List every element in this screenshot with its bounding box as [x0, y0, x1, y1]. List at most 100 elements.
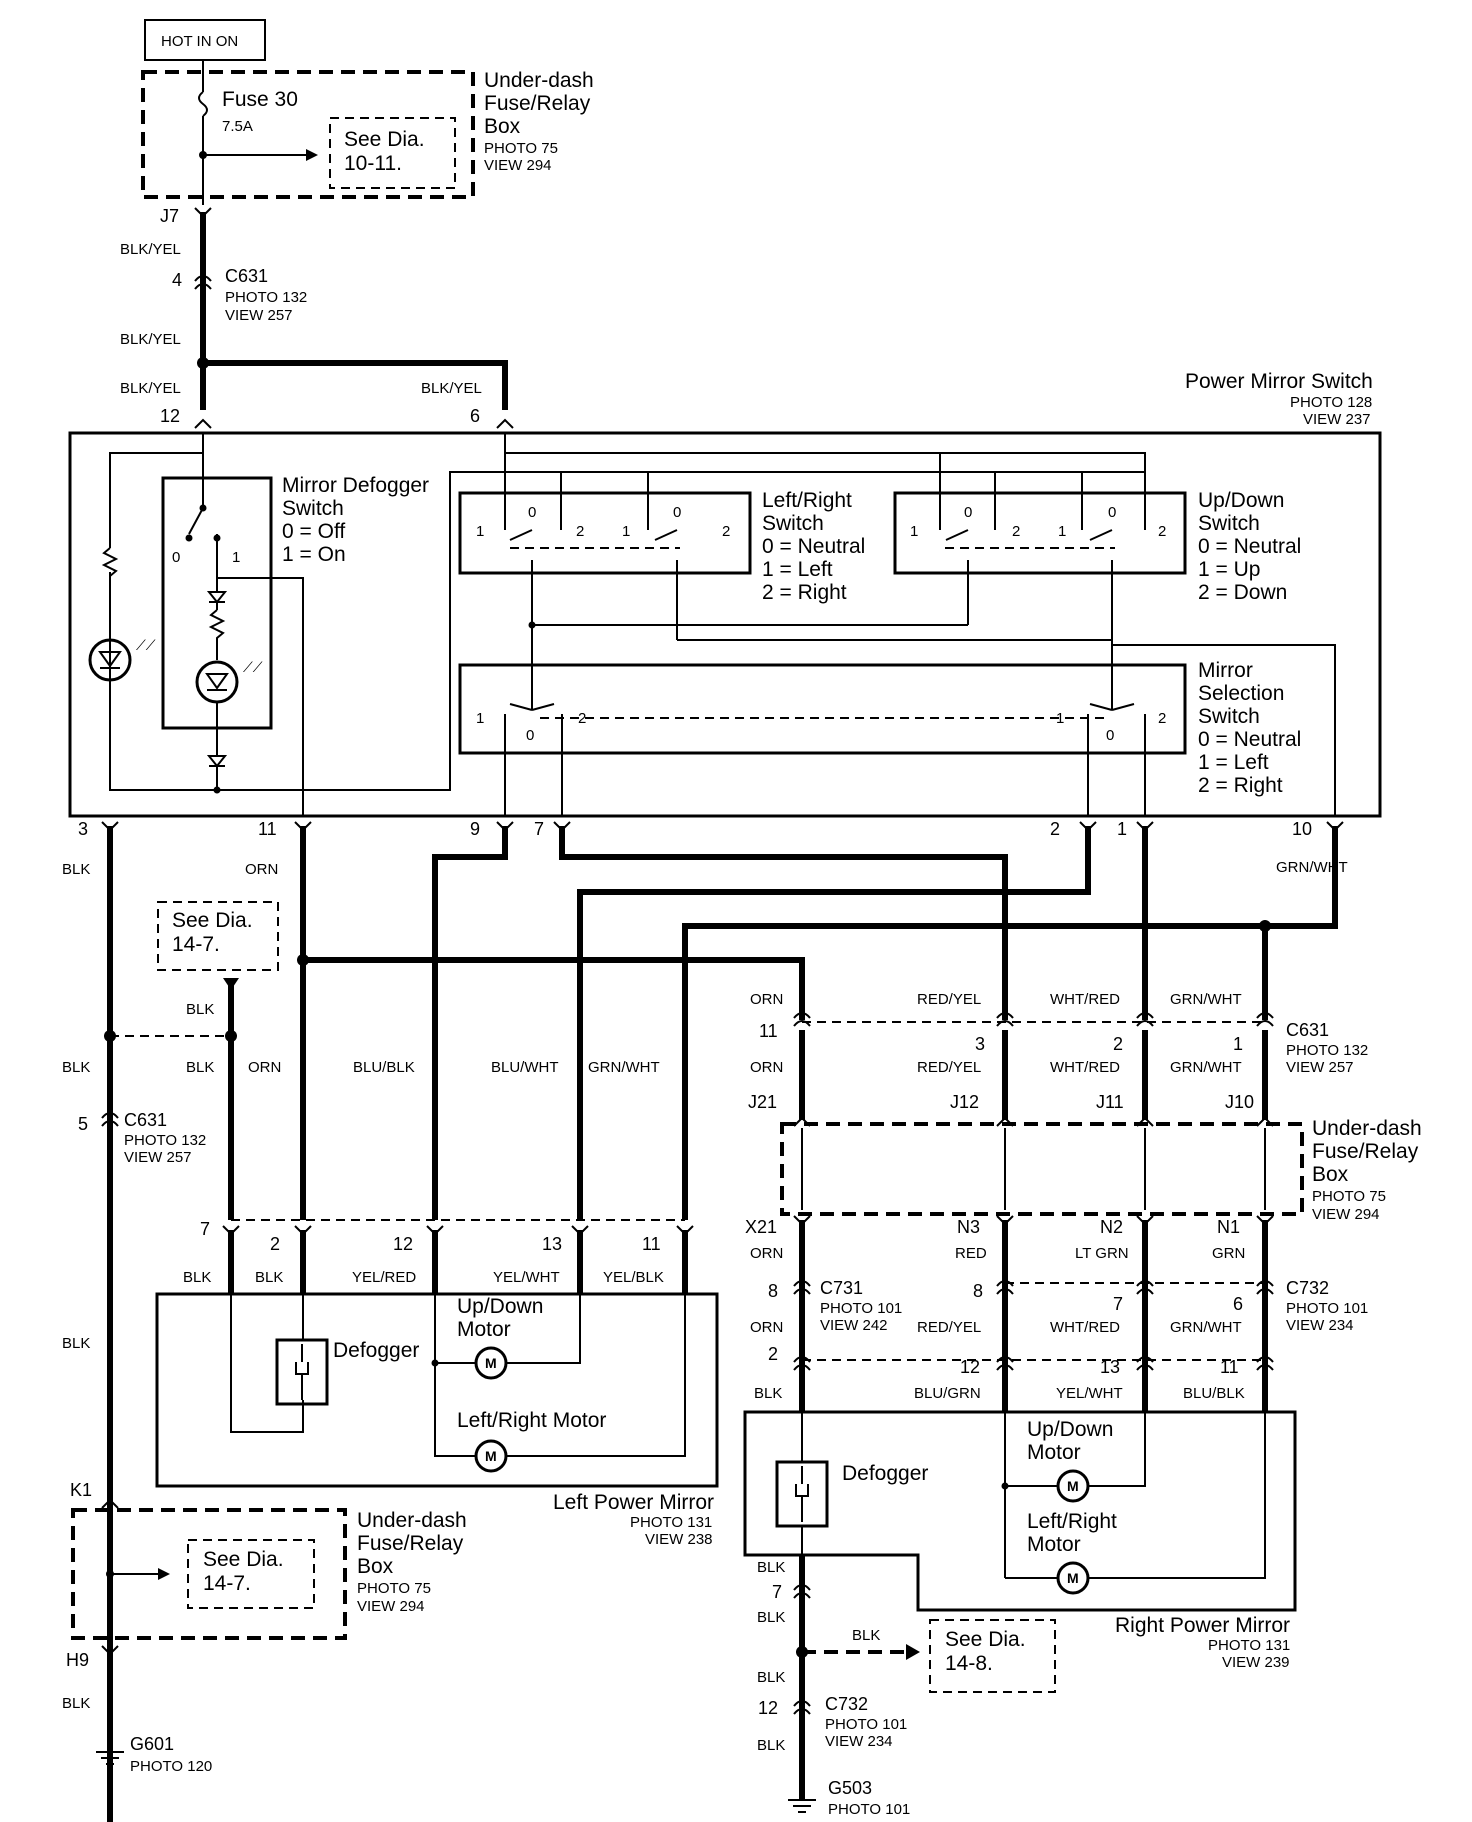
j7-label: J7 — [160, 206, 179, 226]
g601-ground-symbol — [96, 1751, 124, 1765]
wire-label-orn-2: ORN — [248, 1059, 281, 1076]
wire-label-red-yel-3: RED/YEL — [917, 1319, 981, 1336]
sel-pos-2b: 2 — [1158, 710, 1166, 727]
wire-orn-right — [303, 957, 805, 1020]
wire-label-grn: GRN — [1212, 1245, 1245, 1262]
lr-switch-line-4: 1 = Left — [762, 558, 833, 581]
lr-switch-line-3: 0 = Neutral — [762, 535, 865, 558]
sel-pos-1a: 1 — [476, 710, 484, 727]
left-mirror-pin-symbols — [222, 1225, 694, 1236]
sel-switch-pin-labels: 1 0 2 1 0 2 — [476, 710, 1166, 744]
left-mirror-pin-2: 2 — [270, 1234, 280, 1254]
sel-switch-line-4: 0 = Neutral — [1198, 728, 1301, 751]
left-mirror-common-dot — [431, 1359, 439, 1367]
wire-blu-blk-pin9 — [432, 826, 508, 1220]
wire-label-blk-5: BLK — [183, 1269, 211, 1286]
c732-upper-view: VIEW 234 — [1286, 1317, 1354, 1334]
see-dia-14-7-upper-line-1: See Dia. — [172, 909, 253, 932]
switch-bottom-pin-symbols — [101, 821, 1344, 832]
right-lr-line-1: Left/Right — [1027, 1510, 1117, 1533]
c631-right-photo: PHOTO 132 — [1286, 1042, 1368, 1059]
left-mirror-updown-motor — [474, 1346, 508, 1380]
right-mirror-pin-11: 11 — [1220, 1357, 1239, 1377]
left-power-mirror-outline — [155, 1292, 719, 1488]
switch-pin-1-label: 1 — [1117, 819, 1127, 839]
c631-top-symbol — [194, 275, 212, 290]
switch-pin-9-label: 9 — [470, 819, 480, 839]
n1-label: N1 — [1217, 1217, 1240, 1237]
underdash-right-line-3: Box — [1312, 1163, 1349, 1186]
switch-illumination-light-rays: ⟋⟋ — [136, 637, 156, 653]
right-lr-line-2: Motor — [1027, 1533, 1081, 1556]
underdash-box-top-name: Under-dash Fuse/Relay Box — [484, 69, 600, 138]
defogger-indicator-diode-1 — [206, 578, 228, 610]
see-dia-10-11-line-2: 10-11. — [344, 152, 402, 175]
left-updown-line-2: Motor — [457, 1318, 511, 1341]
c732-lower-symbol — [793, 1700, 811, 1715]
x21-label: X21 — [745, 1217, 777, 1237]
wire-label-blk-11: BLK — [757, 1609, 785, 1626]
n2-label: N2 — [1100, 1217, 1123, 1237]
defogger-indicator-diode-2 — [206, 702, 228, 790]
see-dia-14-8-line-2: 14-8. — [945, 1652, 993, 1675]
switch-illumination-lamp — [88, 638, 132, 682]
right-underdash-bottom-pin-symbols — [793, 1215, 1274, 1226]
fuse-30-label: Fuse 30 — [222, 88, 298, 111]
underdash-box-left-photo: PHOTO 75 — [357, 1580, 431, 1597]
sel-switch-line-5: 1 = Left — [1198, 751, 1269, 774]
underdash-line-2: Fuse/Relay — [484, 92, 591, 115]
wire-label-red-yel-2: RED/YEL — [917, 1059, 981, 1076]
blk-jumper-dot-left — [104, 1030, 116, 1042]
left-mirror-pin-12: 12 — [393, 1234, 413, 1254]
see-dia-10-11-line-1: See Dia. — [344, 128, 425, 151]
wire-label-blu-blk-2: BLU/BLK — [1183, 1385, 1245, 1402]
left-mirror-updown-motor-m: M — [485, 1355, 497, 1371]
sel-pos-0a: 0 — [526, 727, 534, 744]
see-dia-14-7-lower-text: See Dia. 14-7. — [203, 1548, 289, 1595]
left-mirror-pin-13: 13 — [542, 1234, 562, 1254]
switch-pin-6-symbol — [496, 418, 514, 429]
c732-lower-view: VIEW 234 — [825, 1733, 893, 1750]
right-mirror-pin-13: 13 — [1100, 1357, 1120, 1377]
c631-lower-photo: PHOTO 132 — [124, 1132, 206, 1149]
n3-label: N3 — [957, 1217, 980, 1237]
left-mirror-pin-7: 7 — [200, 1219, 210, 1239]
h9-connector-symbol — [101, 1645, 119, 1656]
wire-label-grn-wht-6: GRN/WHT — [1170, 1319, 1242, 1336]
switch-pin-6-label: 6 — [470, 406, 480, 426]
orn-split-dot — [297, 954, 309, 966]
underdash-box-left-name: Under-dash Fuse/Relay Box — [357, 1509, 473, 1578]
underdash-right-pass-through — [801, 1128, 1266, 1210]
defogger-indicator-light-rays: ⟋⟋ — [243, 659, 263, 675]
switch-pin-2-label: 2 — [1050, 819, 1060, 839]
underdash-line-1: Under-dash — [484, 69, 594, 92]
switch-pin-12-label: 12 — [160, 406, 180, 426]
sel-switch-line-1: Mirror — [1198, 659, 1253, 682]
c631-right-symbols — [793, 1012, 1274, 1027]
sel-pos-2a: 2 — [578, 710, 586, 727]
lr-pos-0b: 0 — [673, 504, 681, 521]
defogger-switch-contact — [188, 432, 304, 816]
ud-switch-line-5: 2 = Down — [1198, 581, 1287, 604]
c732-lower-photo: PHOTO 101 — [825, 1716, 907, 1733]
wire-label-red-yel-1: RED/YEL — [917, 991, 981, 1008]
c631-right-view: VIEW 257 — [1286, 1059, 1354, 1076]
wire-label-grn-wht-1: GRN/WHT — [1276, 859, 1348, 876]
left-mirror-defogger-heater-glyph — [295, 1344, 309, 1400]
lr-pos-2b: 2 — [722, 523, 730, 540]
right-mirror-pin-symbols — [793, 1356, 1274, 1371]
underdash-box-top-view: VIEW 294 — [484, 157, 552, 174]
wire-label-blu-grn: BLU/GRN — [914, 1385, 981, 1402]
wire-grn-wht-pin10 — [1265, 826, 1338, 929]
switch-pin-12-symbol — [194, 418, 212, 429]
ud-pos-2a: 2 — [1012, 523, 1020, 540]
see-dia-14-7-lower-box — [187, 1539, 315, 1609]
lr-switch-pin-labels: 1 0 2 1 0 2 — [476, 504, 730, 540]
c631-right-label: C631 — [1286, 1020, 1329, 1040]
right-mirror-defogger-heater-glyph — [795, 1466, 809, 1522]
switch-pin-10-label: 10 — [1292, 819, 1312, 839]
underdash-box-right-name: Under-dash Fuse/Relay Box — [1312, 1117, 1428, 1186]
wire-label-red: RED — [955, 1245, 987, 1262]
wire-label-orn-6: ORN — [750, 1319, 783, 1336]
